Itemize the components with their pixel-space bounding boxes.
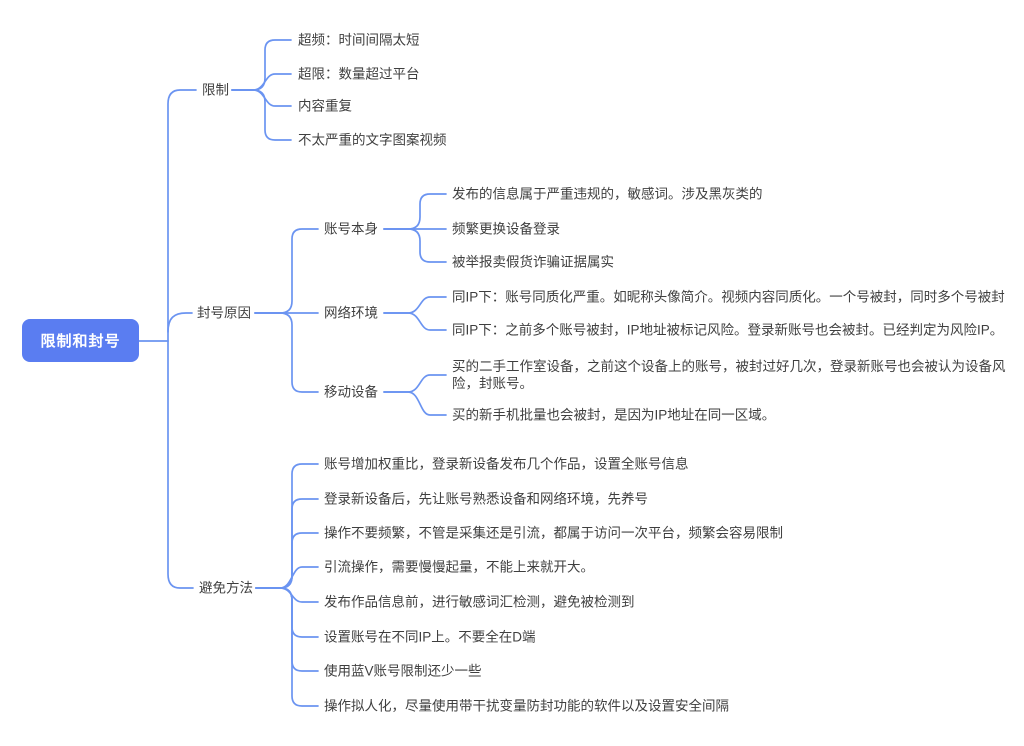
leaf-over-frequency[interactable]: 超频：时间间隔太短: [298, 32, 420, 48]
topic-account-itself[interactable]: 账号本身: [324, 221, 378, 237]
leaf-nurture-account[interactable]: 登录新设备后，先让账号熟悉设备和网络环境，先养号: [324, 491, 648, 507]
leaf-increase-weight[interactable]: 账号增加权重比，登录新设备发布几个作品，设置全账号信息: [324, 456, 689, 472]
leaf-avoid-frequent-ops[interactable]: 操作不要频繁，不管是采集还是引流，都属于访问一次平台，频繁会容易限制: [324, 525, 783, 541]
leaf-humanize-operations[interactable]: 操作拟人化，尽量使用带干扰变量防封功能的软件以及设置安全间隔: [324, 698, 729, 714]
leaf-sensitive-word-check[interactable]: 发布作品信息前，进行敏感词汇检测，避免被检测到: [324, 594, 635, 610]
leaf-reported-fraud[interactable]: 被举报卖假货诈骗证据属实: [452, 254, 614, 270]
leaf-different-ip[interactable]: 设置账号在不同IP上。不要全在D端: [324, 629, 536, 645]
leaf-minor-violations[interactable]: 不太严重的文字图案视频: [298, 132, 447, 148]
leaf-secondhand-device[interactable]: 买的二手工作室设备，之前这个设备上的账号，被封过好几次，登录新账号也会被认为设备…: [452, 359, 1006, 391]
root-topic[interactable]: 限制和封号: [22, 319, 139, 362]
leaf-new-phone-batch[interactable]: 买的新手机批量也会被封，是因为IP地址在同一区域。: [452, 407, 776, 423]
leaf-blue-v-account[interactable]: 使用蓝V账号限制还少一些: [324, 663, 482, 679]
leaf-frequent-device-change[interactable]: 频繁更换设备登录: [452, 221, 560, 237]
leaf-same-ip-risk[interactable]: 同IP下：之前多个账号被封，IP地址被标记风险。登录新账号也会被封。已经判定为风…: [452, 322, 1004, 338]
topic-network-environment[interactable]: 网络环境: [324, 305, 378, 321]
branch-ban-reasons[interactable]: 封号原因: [197, 305, 251, 321]
leaf-slow-ramp-up[interactable]: 引流操作，需要慢慢起量，不能上来就开大。: [324, 559, 594, 575]
branch-restriction[interactable]: 限制: [202, 82, 229, 98]
leaf-over-limit[interactable]: 超限：数量超过平台: [298, 66, 420, 82]
leaf-duplicate-content[interactable]: 内容重复: [298, 98, 352, 114]
branch-avoid-methods[interactable]: 避免方法: [199, 580, 253, 596]
topic-mobile-device[interactable]: 移动设备: [324, 384, 378, 400]
leaf-same-ip-homogeneous[interactable]: 同IP下：账号同质化严重。如昵称头像简介。视频内容同质化。一个号被封，同时多个号…: [452, 289, 1005, 305]
leaf-serious-violation[interactable]: 发布的信息属于严重违规的，敏感词。涉及黑灰类的: [452, 186, 763, 202]
